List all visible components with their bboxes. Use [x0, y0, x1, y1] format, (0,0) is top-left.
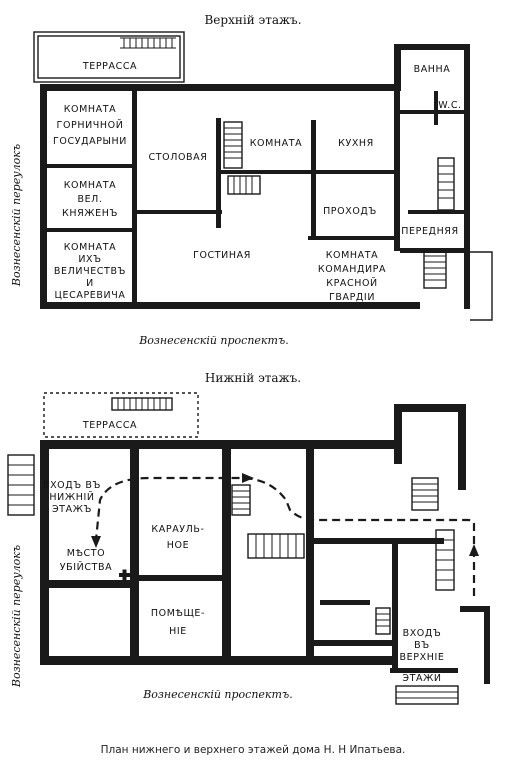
upper-terrace	[33, 31, 185, 83]
lower-room-labels: ТЕРРАССА ВХОДЪ ВЪ НИЖНІЙ ЭТАЖЪ КАРАУЛЬ- …	[43, 420, 445, 684]
upper-street-bottom: Вознесенскій проспектъ.	[138, 334, 289, 347]
label-majesties-line4: И	[86, 278, 94, 289]
lower-floor-title: Нижній этажъ.	[205, 371, 301, 385]
label-dining: СТОЛОВАЯ	[149, 152, 208, 163]
label-murder-line1: МѢСТО	[67, 548, 105, 559]
floor-plan-drawing: Верхній этажъ.	[7, 13, 493, 705]
label-commander-line2: КОМАНДИРА	[318, 264, 386, 275]
label-entrance-lower-line2: НИЖНІЙ	[49, 491, 94, 503]
upper-stairs	[223, 121, 493, 321]
label-room: КОМНАТА	[250, 138, 303, 149]
label-bath: ВАННА	[414, 64, 451, 75]
label-guard1-line1: КАРАУЛЬ-	[151, 524, 204, 535]
label-guard2-line1: ПОМѢЩЕ-	[151, 608, 205, 619]
label-guard2-line2: НІЕ	[169, 626, 187, 637]
label-commander-line1: КОМНАТА	[326, 250, 379, 261]
lower-walls	[40, 404, 490, 684]
label-drawing: ГОСТИНАЯ	[193, 250, 251, 261]
label-wc: W.C.	[438, 100, 461, 111]
label-entrance-upper-line2: ВЪ	[414, 640, 430, 651]
label-lower-terrace: ТЕРРАССА	[82, 420, 137, 431]
label-majesties-line3: ВЕЛИЧЕСТВЪ	[54, 266, 126, 277]
label-entrance-lower-line1: ВХОДЪ ВЪ	[43, 480, 101, 491]
label-passage: ПРОХОДЪ	[323, 206, 377, 217]
label-commander-line4: ГВАРДІИ	[329, 292, 375, 303]
label-floors: ЭТАЖИ	[402, 673, 441, 684]
label-kitchen: КУХНЯ	[338, 138, 374, 149]
upper-floor-title: Верхній этажъ.	[204, 13, 301, 27]
figure-caption: План нижнего и верхнего этажей дома Н. Н…	[100, 744, 406, 756]
lower-terrace	[43, 392, 199, 438]
label-maid-line1: КОМНАТА	[64, 104, 117, 115]
label-entrance-lower-line3: ЭТАЖЪ	[52, 504, 92, 515]
label-maid-line3: ГОСУДАРЫНИ	[53, 136, 127, 147]
label-princesses-line3: КНЯЖЕНЪ	[62, 208, 118, 219]
murder-cross-icon	[119, 569, 130, 581]
label-majesties-line2: ИХЪ	[78, 254, 101, 265]
label-hall: ПЕРЕДНЯЯ	[401, 226, 458, 237]
label-upper-terrace: ТЕРРАССА	[82, 61, 137, 72]
label-princesses-line1: КОМНАТА	[64, 180, 117, 191]
lower-street-bottom: Вознесенскій проспектъ.	[142, 688, 293, 701]
upper-street-left: Вознесенскій переулокъ	[10, 144, 23, 287]
label-commander-line3: КРАСНОЙ	[326, 277, 378, 289]
label-entrance-upper-line3: ВЕРХНІЕ	[400, 652, 445, 663]
route-path	[91, 473, 479, 596]
label-guard1-line2: НОЕ	[167, 540, 189, 551]
label-majesties-line1: КОМНАТА	[64, 242, 117, 253]
label-majesties-line5: ЦЕСАРЕВИЧА	[55, 290, 126, 301]
label-maid-line2: ГОРНИЧНОЙ	[57, 119, 124, 131]
label-entrance-upper-line1: ВХОДЪ	[403, 628, 442, 639]
label-princesses-line2: ВЕЛ.	[77, 194, 102, 205]
upper-room-labels: ТЕРРАССА ВАННА W.C. КОМНАТА ГОРНИЧНОЙ ГО…	[53, 61, 461, 303]
label-murder-line2: УБІЙСТВА	[60, 561, 112, 573]
lower-side-stairs	[7, 454, 459, 705]
lower-street-left: Вознесенскій переулокъ	[10, 545, 23, 688]
